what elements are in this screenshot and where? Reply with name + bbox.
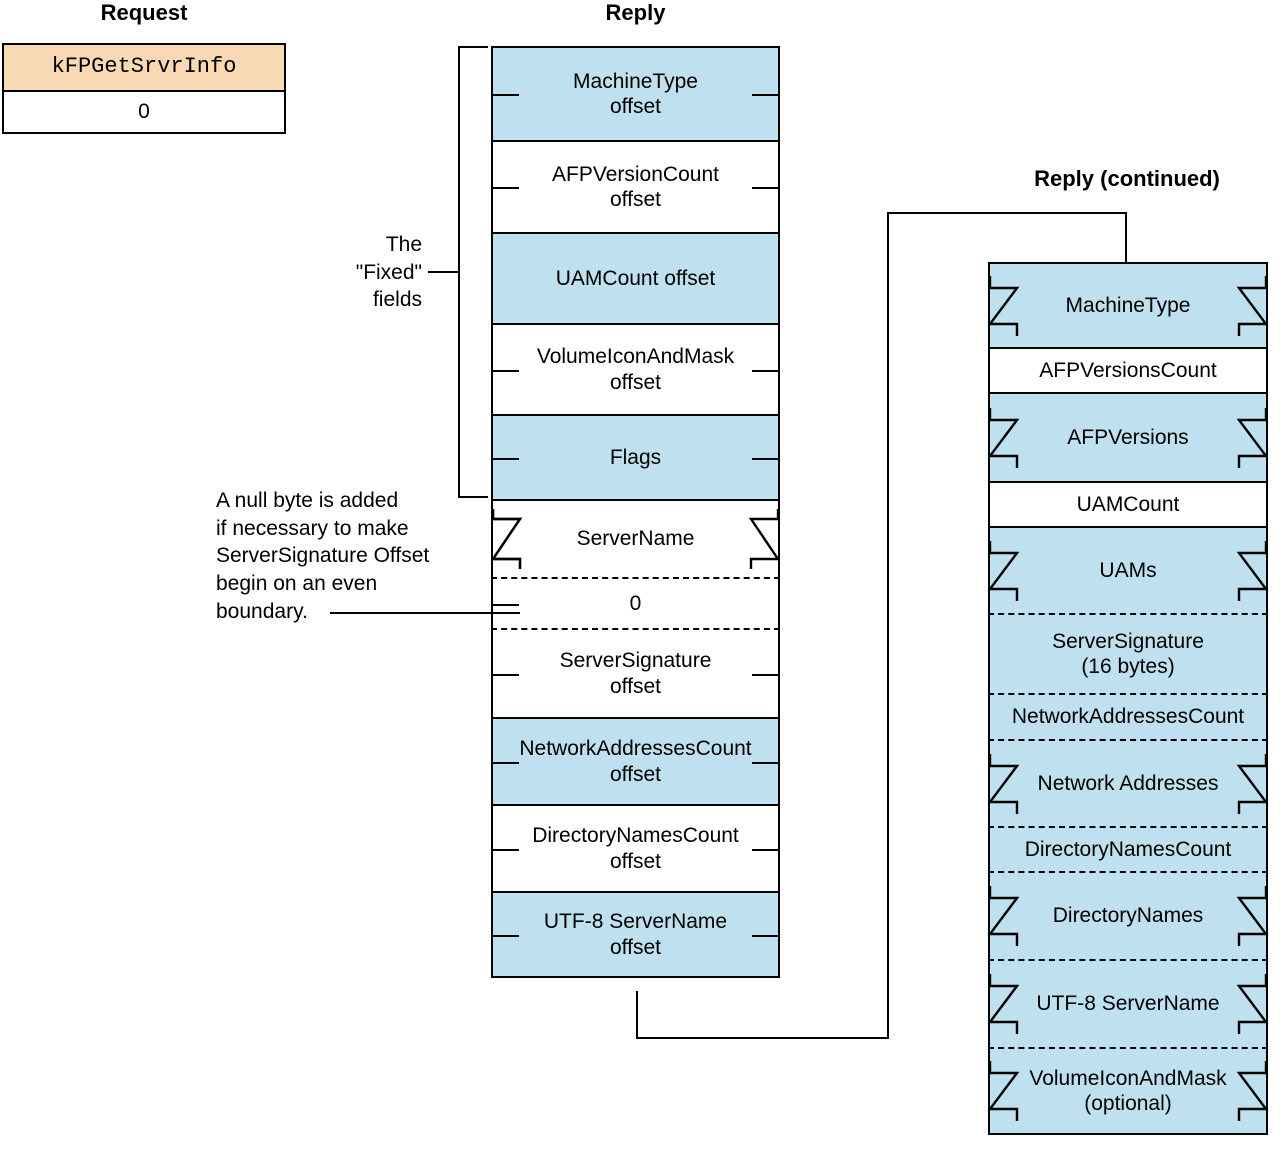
reply-row-servername: ServerName bbox=[490, 499, 781, 577]
fixed-fields-annotation: The"Fixed"fields bbox=[355, 233, 422, 312]
field-boundary-tick-left bbox=[493, 94, 519, 96]
field-boundary-tick-right bbox=[752, 934, 778, 937]
field-boundary-tick-right bbox=[752, 457, 778, 460]
replycont-row-serversignature: ServerSignature(16 bytes) bbox=[988, 613, 1268, 693]
field-boundary-tick-left bbox=[493, 761, 519, 764]
torn-edge-right-icon bbox=[1236, 275, 1269, 336]
replycont-row-volumeiconandmask: VolumeIconAndMask(optional) bbox=[987, 1047, 1269, 1135]
replycont-row-utf8-servername: UTF-8 ServerName bbox=[987, 959, 1269, 1047]
field-boundary-tick-left bbox=[493, 457, 519, 460]
request-column-title: Request bbox=[100, 0, 188, 25]
field-boundary-tick-right bbox=[752, 187, 778, 189]
field-boundary-tick-left bbox=[493, 848, 519, 851]
replycont-row-afpversionscount: AFPVersionsCount bbox=[988, 347, 1268, 392]
replycont-row-label: UAMCount bbox=[1076, 492, 1180, 516]
replycont-row-label: VolumeIconAndMask(optional) bbox=[1029, 1066, 1227, 1115]
torn-edge-left-icon bbox=[987, 974, 1020, 1034]
torn-edge-left-icon bbox=[987, 753, 1020, 814]
torn-edge-left-icon bbox=[987, 275, 1020, 336]
replycont-row-label: MachineType bbox=[1065, 293, 1191, 317]
replycont-row-machinetype: MachineType bbox=[987, 262, 1269, 347]
request-row-label: 0 bbox=[138, 100, 150, 124]
field-boundary-tick-right bbox=[752, 673, 778, 676]
torn-edge-right-icon bbox=[1236, 886, 1269, 946]
torn-edge-left-icon bbox=[987, 886, 1020, 946]
torn-edge-left-icon bbox=[987, 1061, 1020, 1121]
field-boundary-tick-left bbox=[493, 187, 519, 189]
reply-row-label: Flags bbox=[609, 445, 662, 469]
replycont-row-label: AFPVersionsCount bbox=[1039, 358, 1217, 382]
replycont-row-uamcount: UAMCount bbox=[988, 481, 1268, 526]
replycont-row-uams: UAMs bbox=[987, 526, 1269, 613]
replycont-row-label: DirectoryNames bbox=[1052, 904, 1204, 928]
torn-edge-right-icon bbox=[1236, 407, 1269, 468]
field-boundary-tick-left bbox=[493, 673, 519, 676]
field-boundary-tick-left bbox=[493, 603, 519, 606]
torn-edge-right-icon bbox=[748, 509, 781, 569]
reply-row-label: 0 bbox=[629, 591, 642, 615]
reply-continued-column-title: Reply (continued) bbox=[1034, 166, 1220, 191]
field-boundary-tick-right bbox=[752, 848, 778, 851]
replycont-row-directorynamescount: DirectoryNamesCount bbox=[988, 826, 1268, 871]
replycont-row-label: UTF-8 ServerName bbox=[1036, 992, 1220, 1016]
torn-edge-left-icon bbox=[987, 407, 1020, 468]
replycont-row-label: DirectoryNamesCount bbox=[1024, 837, 1232, 861]
reply-row-label: UAMCount offset bbox=[555, 266, 716, 290]
field-boundary-tick-left bbox=[493, 369, 519, 372]
request-row-label: kFPGetSrvrInfo bbox=[51, 54, 237, 80]
reply-row-null-pad: 0 bbox=[491, 577, 780, 630]
replycont-row-label: NetworkAddressesCount bbox=[1011, 705, 1245, 729]
torn-edge-left-icon bbox=[987, 540, 1020, 601]
replycont-row-directorynames: DirectoryNames bbox=[987, 871, 1269, 959]
torn-edge-right-icon bbox=[1236, 540, 1269, 601]
replycont-row-label: ServerSignature(16 bytes) bbox=[1052, 629, 1204, 678]
replycont-row-label: Network Addresses bbox=[1037, 771, 1219, 795]
torn-edge-right-icon bbox=[1236, 974, 1269, 1034]
request-row-command: kFPGetSrvrInfo bbox=[2, 43, 286, 90]
replycont-row-network-addresses: Network Addresses bbox=[987, 739, 1269, 826]
reply-row-uamcount-offset: UAMCount offset bbox=[491, 232, 780, 323]
replycont-row-networkaddressescount: NetworkAddressesCount bbox=[988, 693, 1268, 739]
torn-edge-right-icon bbox=[1236, 1061, 1269, 1121]
replycont-row-label: UAMs bbox=[1099, 558, 1157, 582]
torn-edge-right-icon bbox=[1236, 753, 1269, 814]
field-boundary-tick-right bbox=[752, 369, 778, 372]
reply-row-flags: Flags bbox=[491, 414, 780, 499]
field-boundary-tick-right bbox=[752, 761, 778, 764]
reply-column-title: Reply bbox=[605, 0, 666, 25]
torn-edge-left-icon bbox=[490, 509, 523, 569]
replycont-row-afpversions: AFPVersions bbox=[987, 392, 1269, 481]
request-packet-box: kFPGetSrvrInfo 0 bbox=[2, 43, 286, 134]
request-row-value: 0 bbox=[2, 90, 286, 134]
reply-row-label: ServerName bbox=[576, 527, 695, 551]
field-boundary-tick-right bbox=[752, 94, 778, 96]
replycont-row-label: AFPVersions bbox=[1067, 425, 1189, 449]
field-boundary-tick-left bbox=[493, 934, 519, 937]
reply-continued-packet-box: MachineType AFPVersionsCount AFPVersions… bbox=[987, 262, 1269, 1135]
